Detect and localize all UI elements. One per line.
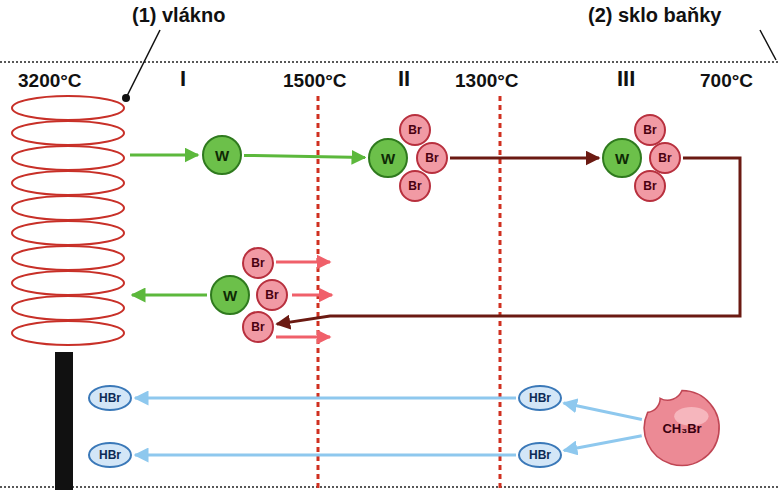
leader-line (760, 30, 776, 60)
node-text: Br (251, 257, 264, 269)
coil-winding (12, 196, 124, 220)
coil-winding (12, 96, 124, 120)
node-text: Br (425, 152, 438, 164)
temperature-label: 3200°C (18, 71, 82, 90)
coil-winding (12, 221, 124, 245)
methyl-bromide-molecule: CH₃Br (643, 389, 721, 467)
node-text: Br (408, 180, 421, 192)
zone-border (317, 96, 320, 490)
coil-winding (12, 146, 124, 170)
deposition-arrow (132, 294, 207, 297)
coil-winding (12, 296, 124, 320)
node-text: HBr (99, 449, 121, 461)
reaction-arrow (135, 397, 516, 400)
callout-label: (1) vlákno (132, 5, 225, 25)
zone-number: I (180, 68, 186, 90)
node-text: W (615, 151, 629, 166)
bromine-atom: Br (256, 279, 288, 311)
bromine-atom: Br (242, 311, 274, 343)
reaction-arrow (135, 454, 516, 457)
tungsten-atom: W (602, 138, 642, 178)
emission-arrow (130, 154, 198, 157)
bromine-atom: Br (634, 170, 666, 202)
temperature-label: 700°C (700, 71, 753, 90)
reaction-arrow (564, 403, 642, 420)
reaction-arrow (564, 436, 642, 451)
tungsten-atom: W (210, 275, 250, 315)
tungsten-atom: W (202, 135, 242, 175)
reaction-arrow (450, 157, 599, 160)
callout-label: (2) sklo baňky (588, 5, 721, 25)
hbr-molecule: HBr (88, 385, 132, 411)
bromine-atom: Br (242, 247, 274, 279)
temperature-label: 1300°C (455, 71, 519, 90)
bromine-atom: Br (649, 142, 681, 174)
zone-number: II (398, 68, 410, 90)
node-text: CH₃Br (662, 422, 701, 435)
node-text: W (223, 288, 237, 303)
coil-winding (12, 271, 124, 295)
coil-winding (12, 121, 124, 145)
leader-dot (122, 94, 130, 102)
bromine-arrow (292, 294, 332, 297)
node-text: Br (643, 180, 656, 192)
filament-stand (55, 352, 73, 490)
bottom-boundary (0, 486, 779, 488)
node-text: Br (643, 124, 656, 136)
reaction-arrow (277, 158, 740, 324)
node-text: HBr (529, 449, 551, 461)
temperature-label: 1500°C (283, 71, 347, 90)
top-boundary (0, 61, 779, 63)
bromine-arrow (276, 261, 330, 264)
node-text: Br (265, 289, 278, 301)
node-text: W (215, 148, 229, 163)
node-text: Br (251, 321, 264, 333)
coil-winding (12, 246, 124, 270)
node-text: W (381, 151, 395, 166)
bromine-arrow (276, 336, 330, 339)
bromine-atom: Br (399, 114, 431, 146)
coil-winding (12, 321, 124, 345)
bromine-atom: Br (416, 142, 448, 174)
node-text: HBr (99, 392, 121, 404)
hbr-molecule: HBr (518, 385, 562, 411)
bromine-atom: Br (634, 114, 666, 146)
node-text: HBr (529, 392, 551, 404)
node-text: Br (658, 152, 671, 164)
leader-line (127, 30, 160, 96)
node-text: Br (408, 124, 421, 136)
zone-number: III (617, 68, 635, 90)
hbr-molecule: HBr (518, 442, 562, 468)
reaction-arrow (244, 155, 365, 157)
filament-coil (12, 96, 124, 345)
tungsten-atom: W (368, 138, 408, 178)
bromine-atom: Br (399, 170, 431, 202)
coil-winding (12, 171, 124, 195)
hbr-molecule: HBr (88, 442, 132, 468)
zone-border (499, 96, 502, 490)
